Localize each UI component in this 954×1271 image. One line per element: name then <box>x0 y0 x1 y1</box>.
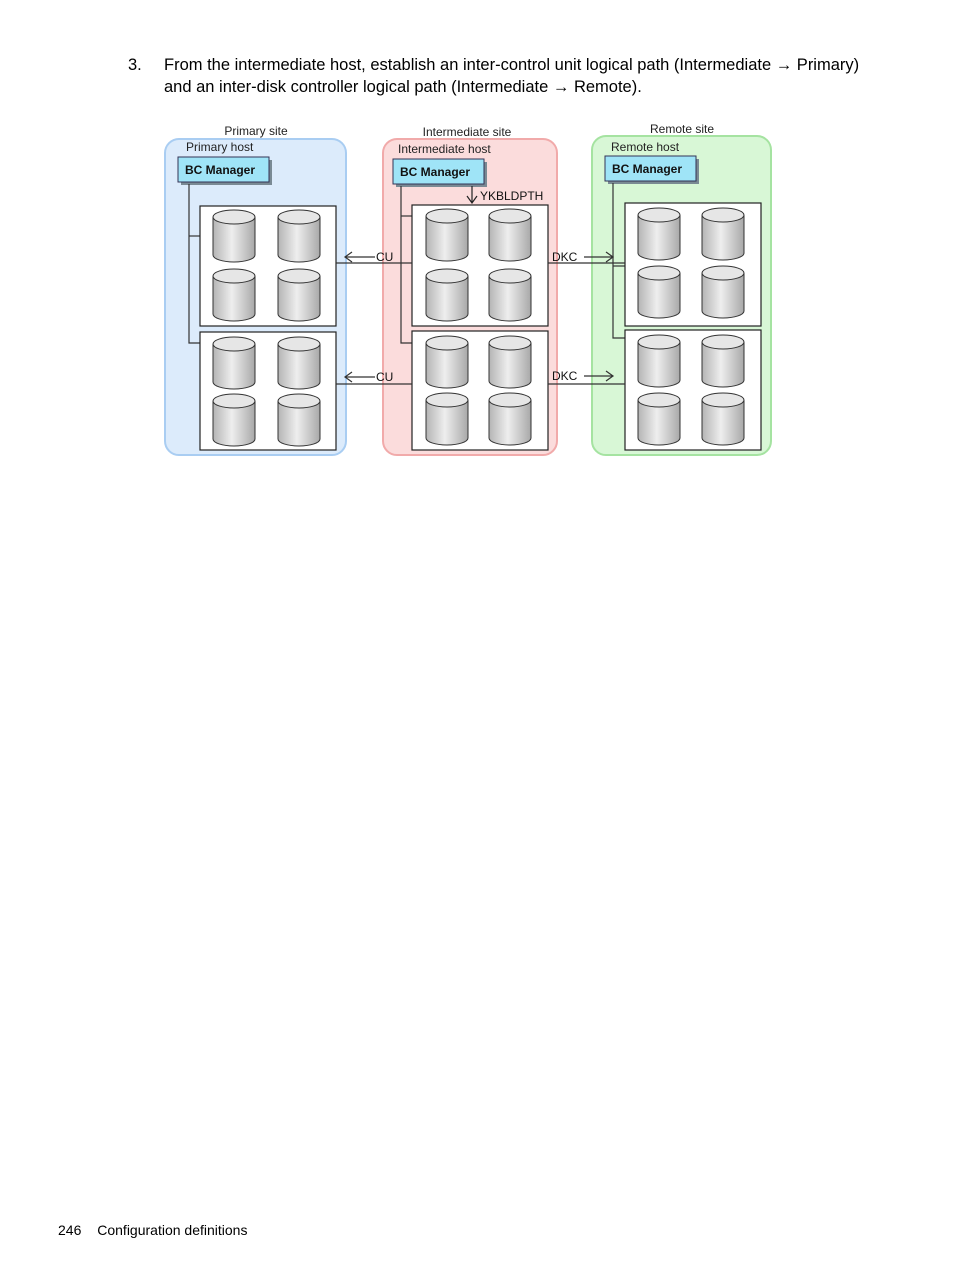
step-number: 3. <box>128 56 142 74</box>
cu-path-label-bottom: CU <box>376 370 393 384</box>
primary-host-label: Primary host <box>186 140 254 154</box>
remote-host-label: Remote host <box>611 140 680 154</box>
intermediate-site-label: Intermediate site <box>423 125 512 139</box>
dkc-path-label-bottom: DKC <box>552 369 578 383</box>
primary-site-label: Primary site <box>224 124 288 138</box>
cu-path-label-top: CU <box>376 250 393 264</box>
step-text: From the intermediate host, establish an… <box>164 56 860 96</box>
page-footer: 246 Configuration definitions <box>58 1222 247 1238</box>
remote-site-label: Remote site <box>650 122 714 136</box>
remote-bc-manager-box <box>604 155 697 182</box>
primary-bc-manager-label: BC Manager <box>185 163 255 177</box>
section-title: Configuration definitions <box>97 1222 248 1238</box>
intermediate-bc-manager-label: BC Manager <box>400 165 470 179</box>
intermediate-host-label: Intermediate host <box>398 142 491 156</box>
configuration-diagram: Primary site Intermediate site Remote si… <box>160 118 780 468</box>
intermediate-bc-manager-box <box>392 158 485 185</box>
dkc-path-label-top: DKC <box>552 250 578 264</box>
primary-bc-manager-box <box>177 156 270 183</box>
page-number: 246 <box>58 1222 82 1238</box>
remote-bc-manager-label: BC Manager <box>612 162 682 176</box>
ykbldpth-command-label: YKBLDPTH <box>480 189 543 203</box>
